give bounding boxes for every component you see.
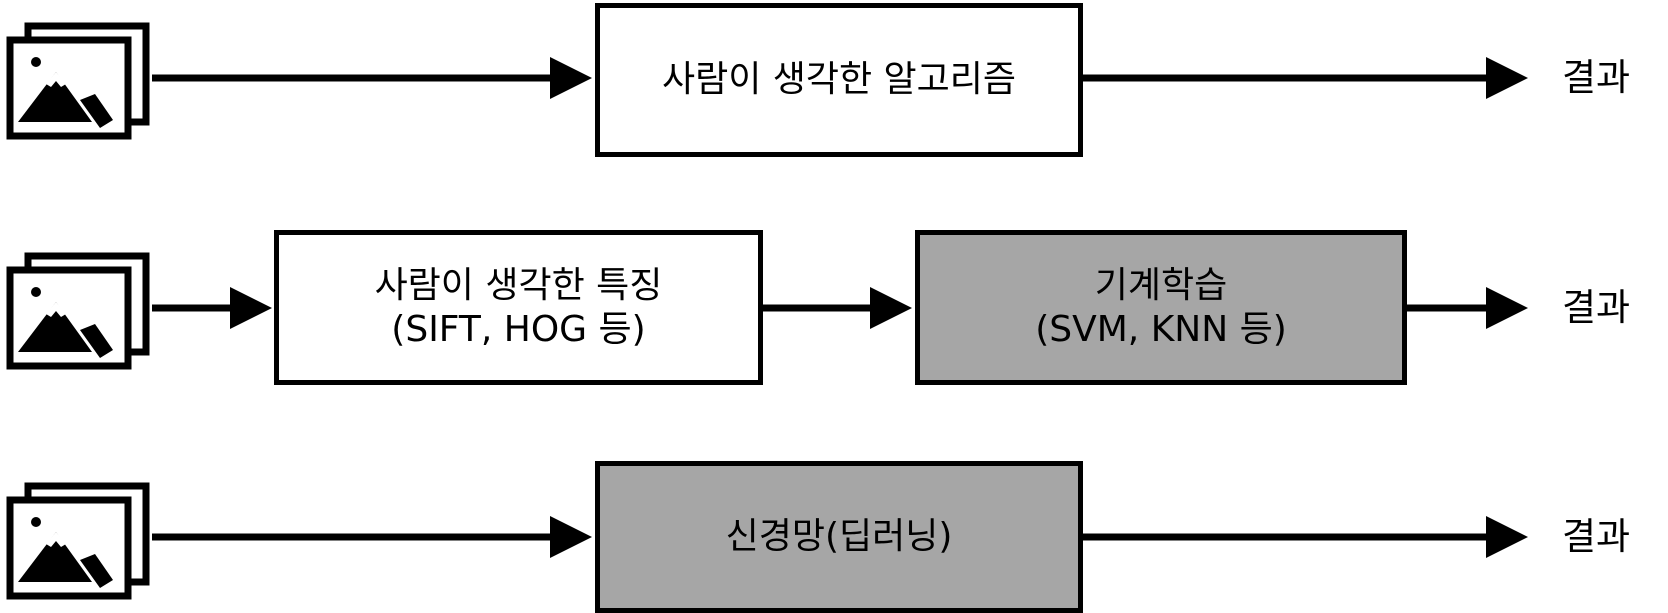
- result-label: 결과: [1562, 56, 1631, 99]
- image-stack-icon: [6, 22, 150, 140]
- box-human-algorithm: 사람이 생각한 알고리즘: [595, 3, 1083, 157]
- box-label-line2: (SVM, KNN 등): [1035, 308, 1287, 350]
- box-label-line2: (SIFT, HOG 등): [391, 308, 646, 350]
- result-label: 결과: [1562, 286, 1631, 329]
- box-neural-network: 신경망(딥러닝): [595, 461, 1083, 613]
- image-stack-icon: [6, 252, 150, 370]
- box-machine-learning: 기계학습 (SVM, KNN 등): [915, 230, 1407, 385]
- image-stack-icon: [6, 482, 150, 600]
- box-label: 사람이 생각한 알고리즘: [661, 59, 1017, 100]
- result-label: 결과: [1562, 515, 1631, 558]
- box-label-line1: 기계학습: [1094, 264, 1228, 306]
- box-handcrafted-features: 사람이 생각한 특징 (SIFT, HOG 등): [274, 230, 763, 385]
- box-label-line1: 사람이 생각한 특징: [374, 264, 663, 306]
- box-label: 신경망(딥러닝): [725, 516, 953, 557]
